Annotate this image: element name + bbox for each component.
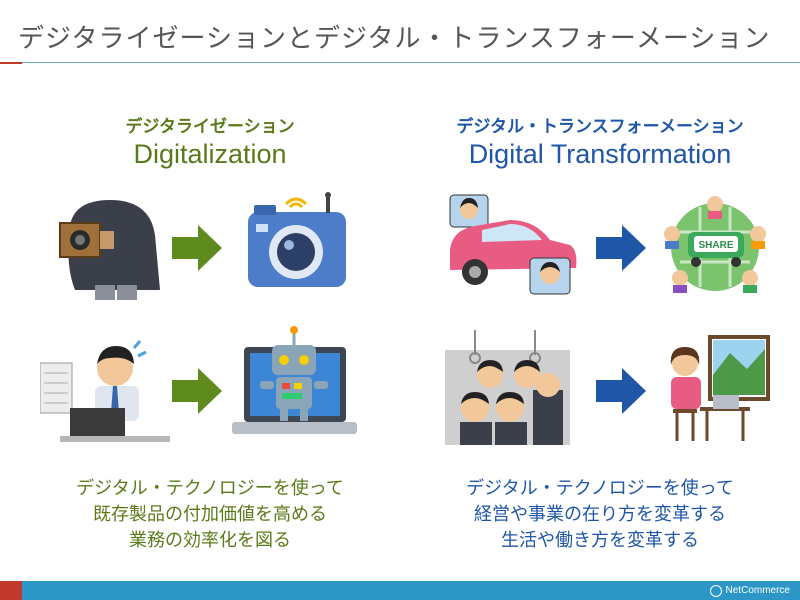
dx-heading-en: Digital Transformation	[468, 139, 732, 169]
dx-description-line: 経営や事業の在り方を変革する	[474, 504, 726, 525]
digitalization-heading-en: Digitalization	[133, 139, 287, 169]
footer-accent	[0, 581, 22, 600]
dx-heading-jp: デジタル・トランスフォーメーション	[456, 117, 744, 137]
digitalization-description-line: 既存製品の付加価値を高める	[93, 504, 327, 525]
digitalization-description-line: 業務の効率化を図る	[129, 530, 291, 551]
arrow-right-icon	[172, 225, 222, 271]
arrow-right-icon	[172, 368, 222, 414]
car-sharing-illustration: SHARE	[664, 196, 766, 293]
crowded-train-commute-illustration	[445, 330, 570, 445]
family-car-illustration	[449, 194, 577, 295]
footer-logo: NetCommerce	[709, 582, 790, 599]
slide-title: デジタライゼーションとデジタル・トランスフォーメーション	[18, 24, 771, 54]
title-rule	[22, 62, 800, 63]
remote-work-illustration	[670, 335, 770, 441]
digitalization-description-line: デジタル・テクノロジーを使って	[76, 478, 344, 499]
share-badge: SHARE	[698, 240, 733, 251]
robot-laptop-illustration	[232, 326, 357, 434]
arrow-right-icon	[596, 368, 646, 414]
dx-heading: デジタル・トランスフォーメーション Digital Transformation	[420, 112, 780, 170]
title-rule-accent	[0, 62, 22, 64]
dx-description: デジタル・テクノロジーを使って 経営や事業の在り方を変革する 生活や働き方を変革…	[410, 476, 790, 554]
footer-brand: NetCommerce	[725, 585, 790, 596]
digitalization-description: デジタル・テクノロジーを使って 既存製品の付加価値を高める 業務の効率化を図る	[20, 476, 400, 554]
netcommerce-logo-icon	[709, 584, 722, 597]
digital-camera-illustration	[248, 192, 346, 287]
dx-description-line: デジタル・テクノロジーを使って	[466, 478, 734, 499]
arrow-right-icon	[596, 225, 646, 271]
old-camera-photographer-illustration	[59, 200, 160, 300]
footer-bar	[0, 581, 800, 600]
busy-office-worker-illustration	[40, 340, 170, 442]
digitalization-heading-jp: デジタライゼーション	[125, 117, 295, 137]
digitalization-heading: デジタライゼーション Digitalization	[60, 112, 360, 170]
dx-description-line: 生活や働き方を変革する	[501, 530, 699, 551]
